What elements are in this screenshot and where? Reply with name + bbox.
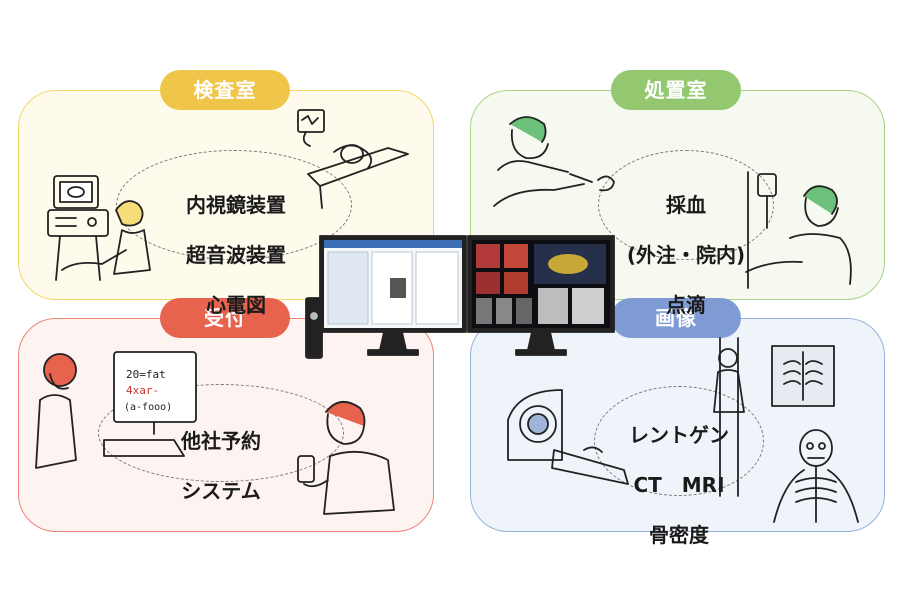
imaging-item-ct-mri: CT MRI bbox=[633, 473, 725, 497]
treatment-item-blood: 採血 bbox=[666, 193, 706, 217]
receptionist-computer-icon: 20=fat 4xar- (a-fooo) bbox=[35, 351, 197, 469]
reception-ellipse bbox=[98, 384, 344, 482]
screen-formula-1: 20=fat bbox=[126, 368, 166, 381]
screen-formula-2: 4xar- bbox=[126, 384, 159, 397]
reception-item-booking: 他社予約 bbox=[181, 429, 261, 453]
treatment-item-drip: 点滴 bbox=[666, 293, 706, 317]
exam-room-labels: 内視鏡装置 超音波装置 心電図 bbox=[146, 168, 326, 343]
exam-item-ecg: 心電図 bbox=[206, 293, 266, 317]
skeleton-icon bbox=[773, 429, 859, 523]
treatment-room-labels: 採血 (外注・院内) 点滴 bbox=[606, 168, 766, 343]
treatment-item-outsourced: (外注・院内) bbox=[626, 243, 746, 267]
imaging-labels: レントゲン CT MRI 骨密度 bbox=[600, 398, 758, 573]
ultrasound-machine-icon bbox=[47, 175, 151, 281]
ct-scanner-icon bbox=[507, 389, 629, 485]
imaging-ellipse bbox=[594, 386, 764, 496]
reception-item-system: システム bbox=[181, 479, 261, 503]
treatment-room-ellipse bbox=[598, 150, 774, 260]
nurse-drawing-blood-icon bbox=[493, 116, 615, 207]
monitor-right-icon bbox=[467, 235, 615, 356]
monitor-left-icon bbox=[319, 235, 467, 356]
xray-standing-icon bbox=[713, 337, 745, 497]
patient-smartphone-icon bbox=[297, 401, 395, 515]
bed-patient-icon bbox=[297, 109, 409, 209]
reception-labels: 他社予約 システム bbox=[136, 404, 306, 529]
chest-xray-film-icon bbox=[771, 345, 835, 407]
treatment-room-title: 処置室 bbox=[611, 70, 741, 110]
imaging-item-bone-density: 骨密度 bbox=[649, 523, 709, 547]
imaging-item-xray: レントゲン bbox=[629, 423, 729, 447]
imaging-title: 画像 bbox=[611, 298, 741, 338]
reception-title: 受付 bbox=[160, 298, 290, 338]
patient-iv-drip-icon bbox=[745, 171, 852, 289]
exam-room-title: 検査室 bbox=[160, 70, 290, 110]
exam-room-ellipse bbox=[116, 150, 352, 260]
screen-formula-3: (a-fooo) bbox=[124, 402, 172, 413]
exam-item-ultrasound: 超音波装置 bbox=[186, 243, 286, 267]
workstation bbox=[305, 235, 615, 359]
exam-item-endoscope: 内視鏡装置 bbox=[186, 193, 286, 217]
